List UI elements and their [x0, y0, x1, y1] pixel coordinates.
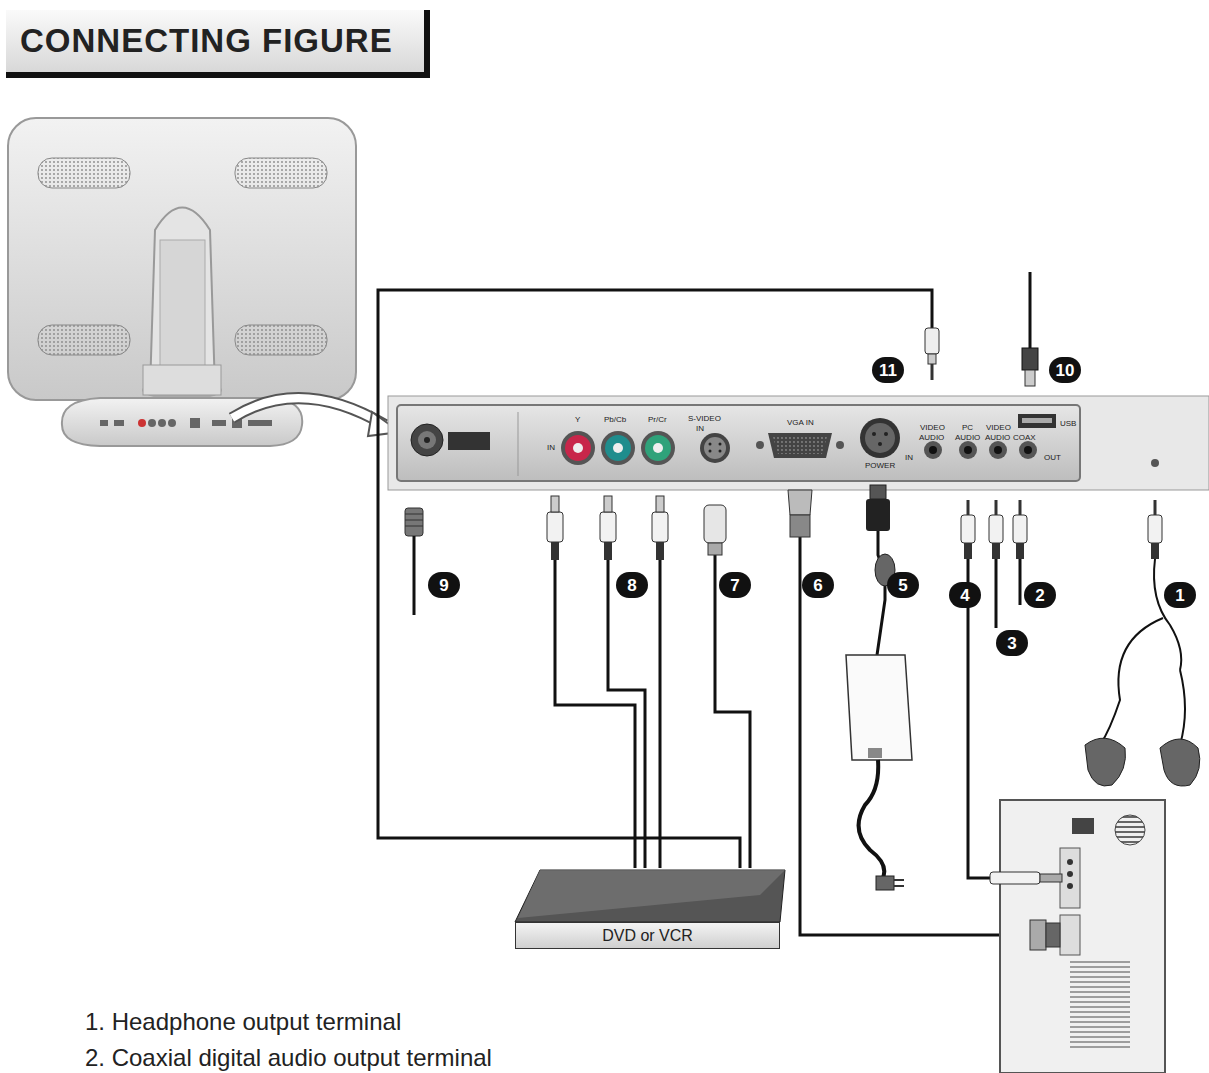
port-label: Y	[575, 416, 580, 424]
port-label: COAX	[1013, 434, 1036, 442]
title-text: CONNECTING FIGURE	[20, 22, 393, 60]
legend-line: 1. Headphone output terminal	[85, 1008, 401, 1036]
callout-number: 5	[887, 572, 919, 598]
callout-number: 2	[1024, 582, 1056, 608]
port-label: POWER	[865, 462, 895, 470]
callout-number: 6	[802, 572, 834, 598]
callout-number: 11	[872, 357, 904, 383]
port-label: IN	[905, 454, 913, 462]
callout-number: 4	[949, 582, 981, 608]
port-label: AUDIO	[955, 434, 980, 442]
port-label: IN	[696, 425, 704, 433]
port-label: PC	[962, 424, 973, 432]
port-label: VIDEO	[986, 424, 1011, 432]
port-label: OUT	[1044, 454, 1061, 462]
port-label: VGA IN	[787, 419, 814, 427]
port-label: Pr/Cr	[648, 416, 667, 424]
callout-number: 1	[1164, 582, 1196, 608]
callout-number: 7	[719, 572, 751, 598]
port-label: S-VIDEO	[688, 415, 721, 423]
port-label: VIDEO	[920, 424, 945, 432]
port-label: AUDIO	[919, 434, 944, 442]
title-box: CONNECTING FIGURE	[6, 10, 430, 78]
port-label: IN	[547, 444, 555, 452]
legend-line: 2. Coaxial digital audio output terminal	[85, 1044, 492, 1072]
port-label: USB	[1060, 420, 1076, 428]
callout-number: 8	[616, 572, 648, 598]
callout-number: 9	[428, 572, 460, 598]
callout-number: 10	[1049, 357, 1081, 383]
port-label: AUDIO	[985, 434, 1010, 442]
device-box: DVD or VCR	[515, 922, 780, 949]
device-label: DVD or VCR	[602, 927, 693, 945]
port-label: Pb/Cb	[604, 416, 626, 424]
callout-number: 3	[996, 630, 1028, 656]
